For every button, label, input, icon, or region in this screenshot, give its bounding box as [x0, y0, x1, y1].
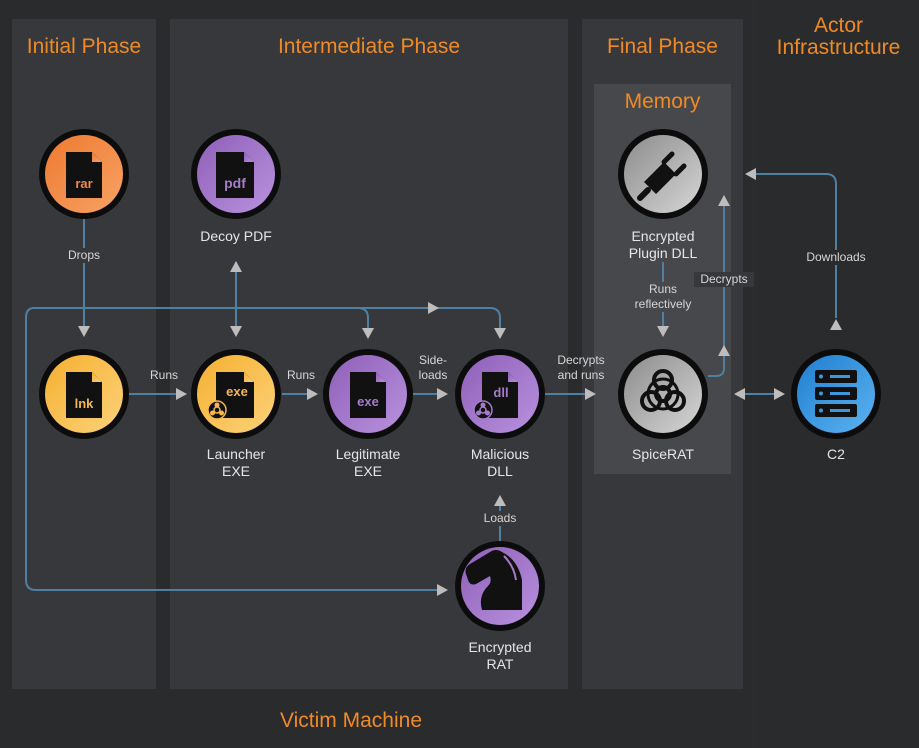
biohazard-icon: [640, 369, 686, 412]
victim-machine-title: Victim Machine: [280, 709, 422, 732]
trojan-horse-icon: [465, 550, 522, 610]
encrypted-plugin-dll-node[interactable]: [618, 129, 708, 219]
decoy-pdf-label: Decoy PDF: [200, 228, 272, 244]
edge-label-decrypts-and-runs: Decrypts and runs: [545, 353, 617, 383]
plug-icon: [637, 151, 687, 201]
arrowheads: [78, 168, 842, 596]
encrypted-rat-label: Encrypted RAT: [440, 639, 560, 673]
c2-label: C2: [827, 446, 845, 462]
arrowhead-spicerat: [585, 388, 596, 400]
arrowhead-spicerat-top: [657, 326, 669, 337]
malicious-label-line-1: Malicious: [470, 446, 530, 462]
encrypted-rat-node[interactable]: [455, 541, 545, 631]
initial-phase-title: Initial Phase: [26, 35, 142, 58]
plugin-label-line-1: Encrypted: [631, 228, 695, 244]
arrowhead-launcher: [176, 388, 187, 400]
arrowhead-legit-top: [362, 328, 374, 339]
spicerat-node[interactable]: [618, 349, 708, 439]
lnk-file-icon: [66, 372, 102, 418]
arrowhead-lnk: [78, 326, 90, 337]
arrowhead-branch: [428, 302, 439, 314]
launcher-exe-label: Launcher EXE: [176, 446, 296, 480]
launcher-icon-text: exe: [226, 384, 248, 399]
malicious-label-line-2: DLL: [487, 463, 513, 479]
decrypts-runs-line-2: and runs: [557, 368, 605, 382]
decoy-pdf-node[interactable]: pdf: [191, 129, 281, 219]
c2-server-node[interactable]: [791, 349, 881, 439]
arrowhead-c2-left: [734, 388, 745, 400]
launcher-exe-node[interactable]: exe: [191, 349, 281, 439]
arrowhead-pdf: [230, 261, 242, 272]
runs-reflectively-line-2: reflectively: [634, 297, 692, 311]
decrypts-runs-line-1: Decrypts: [557, 353, 605, 367]
rar-file-icon: [66, 152, 102, 198]
actor-title-line-2: Infrastructure: [776, 36, 901, 59]
arrowhead-plugin: [718, 195, 730, 206]
rar-archive-node[interactable]: rar: [39, 129, 129, 219]
legitimate-label-line-2: EXE: [353, 463, 382, 479]
lnk-icon-text: lnk: [75, 396, 95, 411]
legitimate-exe-label: Legitimate EXE: [308, 446, 428, 480]
edge-loop-rat-line: [25, 307, 440, 591]
edge-label-downloads: Downloads: [796, 250, 876, 265]
launcher-biohazard-badge-icon: [207, 400, 227, 420]
malicious-dll-node[interactable]: dll: [455, 349, 545, 439]
arrowhead-legit: [307, 388, 318, 400]
edge-label-sideloads: Side- loads: [403, 353, 463, 383]
dll-biohazard-badge-icon: [473, 400, 493, 420]
edge-label-loads: Loads: [470, 511, 530, 526]
connector-lines: [25, 173, 837, 591]
actor-infrastructure-title: Actor Infrastructure: [758, 15, 919, 59]
legitimate-file-icon: [350, 372, 386, 418]
edge-decrypts-line: [708, 196, 725, 377]
launcher-label-line-1: Launcher: [206, 446, 266, 462]
actor-title-line-1: Actor: [813, 14, 863, 37]
sideloads-line-1: Side-: [418, 353, 447, 367]
rar-icon-text: rar: [75, 176, 92, 191]
edge-label-runs-1: Runs: [149, 368, 178, 382]
encrypted-plugin-dll-label: Encrypted Plugin DLL: [603, 228, 723, 262]
legitimate-icon-text: exe: [357, 394, 379, 409]
legitimate-exe-node[interactable]: exe: [323, 349, 413, 439]
edge-downloads-line: [754, 173, 837, 318]
intermediate-phase-title: Intermediate Phase: [277, 35, 461, 58]
edge-label-decrypts: Decrypts: [694, 272, 754, 287]
final-phase-title: Final Phase: [607, 35, 718, 58]
edge-label-drops: Drops: [44, 248, 124, 263]
dll-icon-text: dll: [493, 385, 508, 400]
rat-label-line-1: Encrypted: [468, 639, 532, 655]
plugin-label-line-2: Plugin DLL: [628, 245, 698, 261]
lnk-shortcut-node[interactable]: lnk: [39, 349, 129, 439]
edge-label-runs-reflectively: Runs reflectively: [618, 282, 708, 312]
launcher-label-line-2: EXE: [221, 463, 250, 479]
runs-reflectively-line-1: Runs: [648, 282, 677, 296]
pdf-icon-text: pdf: [224, 175, 246, 191]
memory-title: Memory: [624, 90, 701, 113]
arrowhead-dll: [437, 388, 448, 400]
spicerat-label: SpiceRAT: [632, 446, 694, 462]
arrowhead-rat: [437, 584, 448, 596]
arrowhead-decrypts-lower: [718, 345, 730, 356]
malicious-dll-label: Malicious DLL: [440, 446, 560, 480]
rat-label-line-2: RAT: [486, 656, 514, 672]
arrowhead-downloads: [745, 168, 756, 180]
edge-branch-dll-line: [358, 307, 501, 332]
sideloads-line-2: loads: [418, 368, 448, 382]
arrowhead-loads: [494, 495, 506, 506]
pdf-file-icon: [216, 152, 254, 198]
arrowhead-launcher-top: [230, 326, 242, 337]
arrowhead-c2-right: [774, 388, 785, 400]
arrowhead-c2-top: [830, 319, 842, 330]
legitimate-label-line-1: Legitimate: [335, 446, 401, 462]
server-icon: [815, 370, 857, 417]
edge-label-runs-2: Runs: [286, 368, 315, 382]
arrowhead-dll-top: [494, 328, 506, 339]
